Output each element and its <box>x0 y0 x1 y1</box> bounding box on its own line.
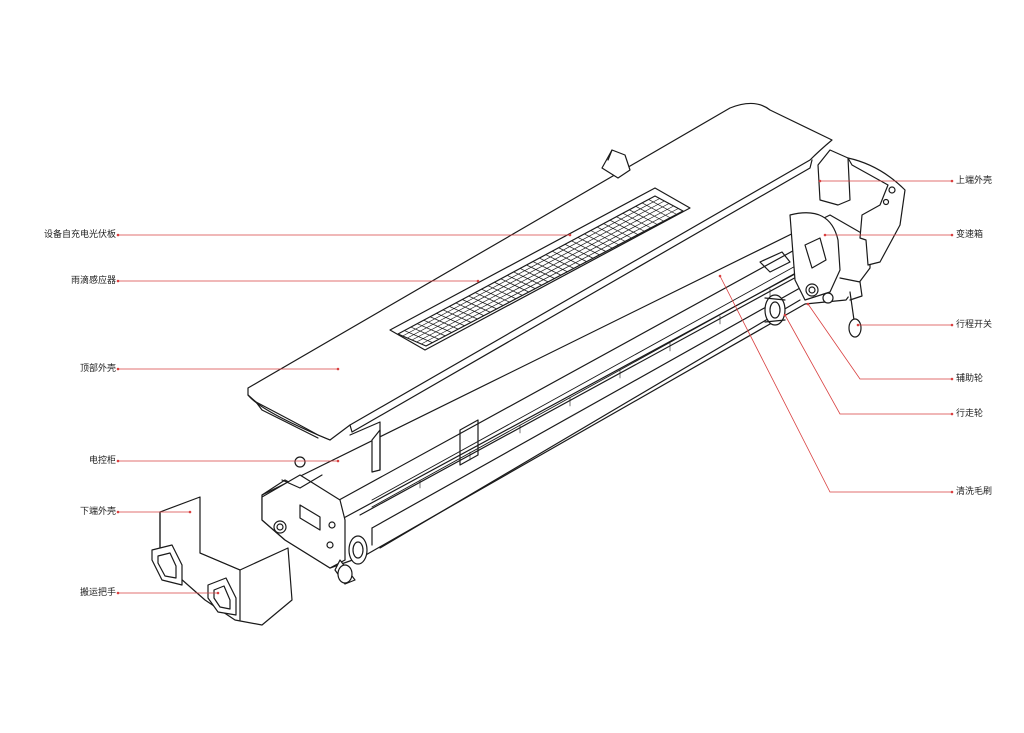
leader-top-shell-target-dot <box>336 367 340 371</box>
leader-cleaning-brush-label-dot <box>950 490 954 494</box>
leader-cleaning-brush-target-dot <box>718 274 722 278</box>
leader-limit-switch-target-dot <box>856 323 860 327</box>
leader-walking-wheel-target-dot <box>783 313 787 317</box>
leader-control-cabinet-label-dot <box>116 459 120 463</box>
leader-walking-wheel <box>784 314 952 415</box>
leader-rain-sensor-label-dot <box>116 279 120 283</box>
leader-lower-end-shell-label-dot <box>116 510 120 514</box>
leader-pv-panel-target-dot <box>568 233 572 237</box>
leader-gearbox-target-dot <box>823 233 827 237</box>
label-limit-switch: 行程开关 <box>956 320 993 330</box>
label-control-cabinet: 电控柜 <box>88 456 116 466</box>
leader-walking-wheel-label-dot <box>950 412 954 416</box>
mounting-bracket <box>601 149 631 179</box>
leader-carry-handles-label-dot <box>116 591 120 595</box>
label-pv-panel: 设备自充电光伏板 <box>43 230 116 240</box>
upper-end-shell <box>817 149 906 266</box>
label-cleaning-brush: 清洗毛刷 <box>956 487 993 497</box>
leader-auxiliary-wheel-target-dot <box>806 302 810 306</box>
machine-body <box>261 214 871 569</box>
leader-carry-handles-target-dot <box>216 591 220 595</box>
limit-switch <box>822 277 863 338</box>
label-gearbox: 变速箱 <box>956 230 984 240</box>
leader-upper-end-shell-target-dot <box>818 179 822 183</box>
leader-rain-sensor-target-dot <box>476 279 480 283</box>
label-lower-end-shell: 下端外壳 <box>79 507 116 517</box>
leader-gearbox-label-dot <box>950 233 954 237</box>
pv-panel <box>389 187 691 351</box>
label-walking-wheel: 行走轮 <box>956 409 984 419</box>
leader-auxiliary-wheel-label-dot <box>950 377 954 381</box>
label-rain-sensor: 雨滴感应器 <box>70 276 116 286</box>
leader-limit-switch-label-dot <box>950 323 954 327</box>
walking-wheel-rear <box>764 294 786 326</box>
gearbox <box>759 212 841 301</box>
label-top-shell: 顶部外壳 <box>79 364 116 374</box>
label-upper-end-shell: 上端外壳 <box>956 176 993 186</box>
leader-auxiliary-wheel <box>807 303 952 380</box>
leader-cleaning-brush <box>719 275 952 493</box>
leader-lower-end-shell-target-dot <box>188 510 192 514</box>
label-carry-handles: 搬运把手 <box>79 588 116 598</box>
leader-top-shell-label-dot <box>116 367 120 371</box>
label-auxiliary-wheel: 辅助轮 <box>956 374 984 384</box>
carry-handles <box>151 544 237 616</box>
walking-wheel-front <box>334 535 368 585</box>
leader-control-cabinet-target-dot <box>336 459 340 463</box>
control-cabinet <box>261 456 346 569</box>
leader-upper-end-shell-label-dot <box>950 179 954 183</box>
leader-pv-panel-label-dot <box>116 233 120 237</box>
